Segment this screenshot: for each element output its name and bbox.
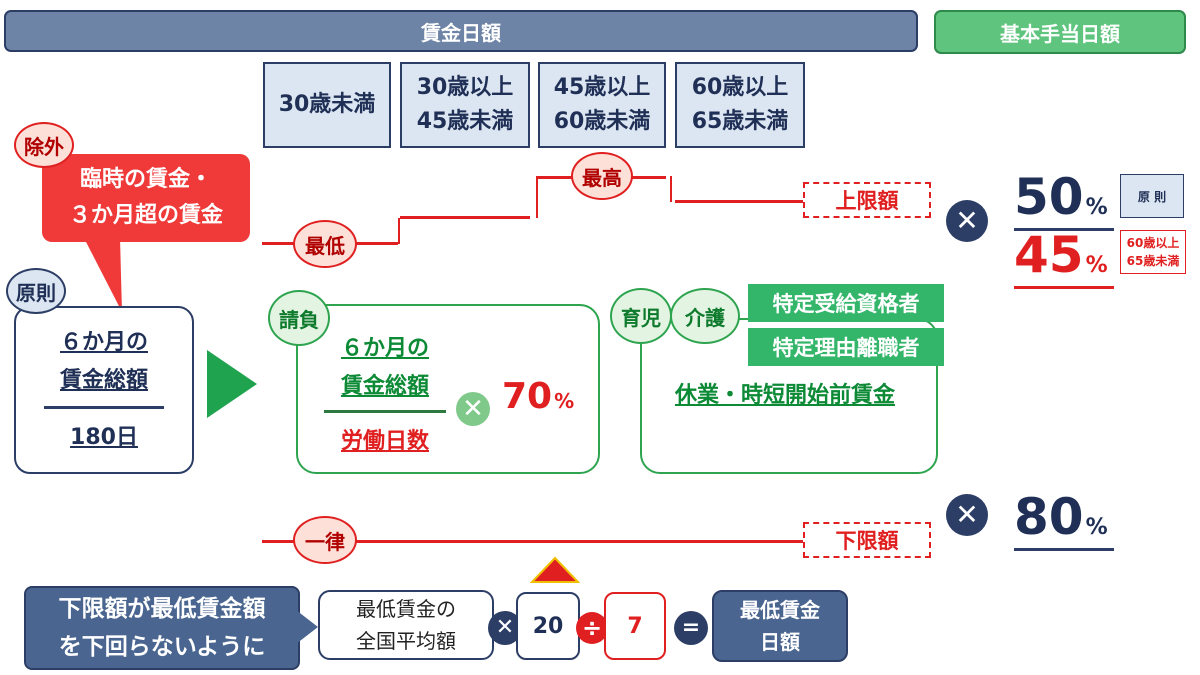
min-wage-average-box: 最低賃金の 全国平均額 [318,590,494,660]
tag-line2: 65歳未満 [1126,254,1180,268]
upper-limit-box: 上限額 [803,182,931,218]
principle-formula-box: ６か月の 賃金総額 180日 [14,306,194,474]
rate-percent: % [1085,515,1108,540]
exclude-badge: 除外 [14,122,74,168]
exclude-callout: 臨時の賃金・ ３か月超の賃金 [42,154,250,242]
lower-limit-note: 下限額が最低賃金額 を下回らないように [24,586,300,670]
rate-percent: % [1085,195,1108,220]
step-riser-3 [670,176,672,202]
denominator: 180日 [70,424,138,450]
age-bracket-30to45: 30歳以上 45歳未満 [400,62,530,148]
piecework-fraction: ６か月の 賃金総額 労働日数 [322,322,448,462]
step-line-60to65 [675,200,805,203]
numerator-line2: 賃金総額 [340,373,429,399]
min-wage-daily-box: 最低賃金 日額 [712,590,848,662]
rate-50: 50% [1014,168,1114,231]
exclude-line2: ３か月超の賃金 [68,203,223,228]
step-line-30to45 [400,216,530,219]
min-wage-line1: 最低賃金の [356,597,456,621]
result-line1: 最低賃金 [740,598,820,622]
note-line2: を下回らないように [58,634,266,660]
age-bracket-60to65: 60歳以上 65歳未満 [675,62,805,148]
rate-value: 80 [1014,488,1084,546]
special-reason-tag: 特定理由離職者 [748,328,944,366]
step-riser-2 [536,176,538,218]
numerator-line1: ６か月の [340,335,429,361]
step-riser-1 [398,218,400,244]
result-line2: 日額 [760,630,800,654]
numerator-line2: 賃金総額 [59,367,148,393]
arrow-right-icon [207,350,257,418]
rate-percent: % [554,389,575,413]
highest-badge: 最高 [571,152,633,200]
numerator-line1: ６か月の [59,329,148,355]
age-bracket-line1: 30歳以上 [416,75,514,100]
rate-45: 45% [1014,226,1114,289]
divisor-7: 7 [604,592,666,660]
rate-value: 50 [1014,168,1084,226]
triangle-up-icon [530,556,580,583]
rate-value: 70 [502,376,553,417]
age-bracket-under30: 30歳未満 [263,62,391,148]
note-line1: 下限額が最低賃金額 [58,596,266,622]
principle-tag: 原 則 [1120,174,1184,218]
note-pointer [296,610,318,644]
lowest-badge: 最低 [293,220,357,268]
equals-icon: = [674,611,708,645]
special-recipient-tag: 特定受給資格者 [748,284,944,322]
min-wage-line2: 全国平均額 [356,629,456,653]
piecework-box [296,304,600,474]
piecework-badge: 請負 [268,290,330,346]
rate-80: 80% [1014,488,1114,551]
multiply-icon: ✕ [946,494,988,536]
age-bracket-line2: 60歳未満 [553,109,651,134]
divide-icon: ÷ [576,612,608,644]
rate-value: 45 [1014,226,1084,284]
age-60-65-tag: 60歳以上 65歳未満 [1120,230,1186,274]
age-bracket-line1: 45歳以上 [553,75,651,100]
age-bracket-line1: 60歳以上 [691,75,789,100]
nursing-badge: 介護 [670,288,740,344]
fraction-bar [324,409,446,413]
rate-percent: % [1085,253,1108,278]
tag-line1: 60歳以上 [1126,236,1180,250]
flat-badge: 一律 [293,516,357,564]
fraction-bar [44,405,164,409]
age-bracket-line2: 65歳未満 [691,109,789,134]
basic-allowance-header: 基本手当日額 [934,10,1186,54]
leave-wage-text: 休業・時短開始前賃金 [674,383,895,408]
exclude-line1: 臨時の賃金・ [79,167,212,192]
principle-badge: 原則 [6,268,66,314]
flat-line [262,540,806,543]
childcare-badge: 育児 [610,288,672,344]
lower-limit-box: 下限額 [803,522,931,558]
exclude-callout-pointer [84,238,122,312]
age-bracket-line2: 45歳未満 [416,109,514,134]
denominator: 労働日数 [340,428,429,454]
multiply-icon: ✕ [946,200,988,242]
factor-20: 20 [516,592,580,660]
piecework-rate: 70% [502,376,574,417]
multiply-icon: ✕ [456,392,490,426]
age-bracket-45to60: 45歳以上 60歳未満 [538,62,666,148]
age-bracket-line1: 30歳未満 [278,92,376,117]
wage-daily-header: 賃金日額 [4,10,918,52]
